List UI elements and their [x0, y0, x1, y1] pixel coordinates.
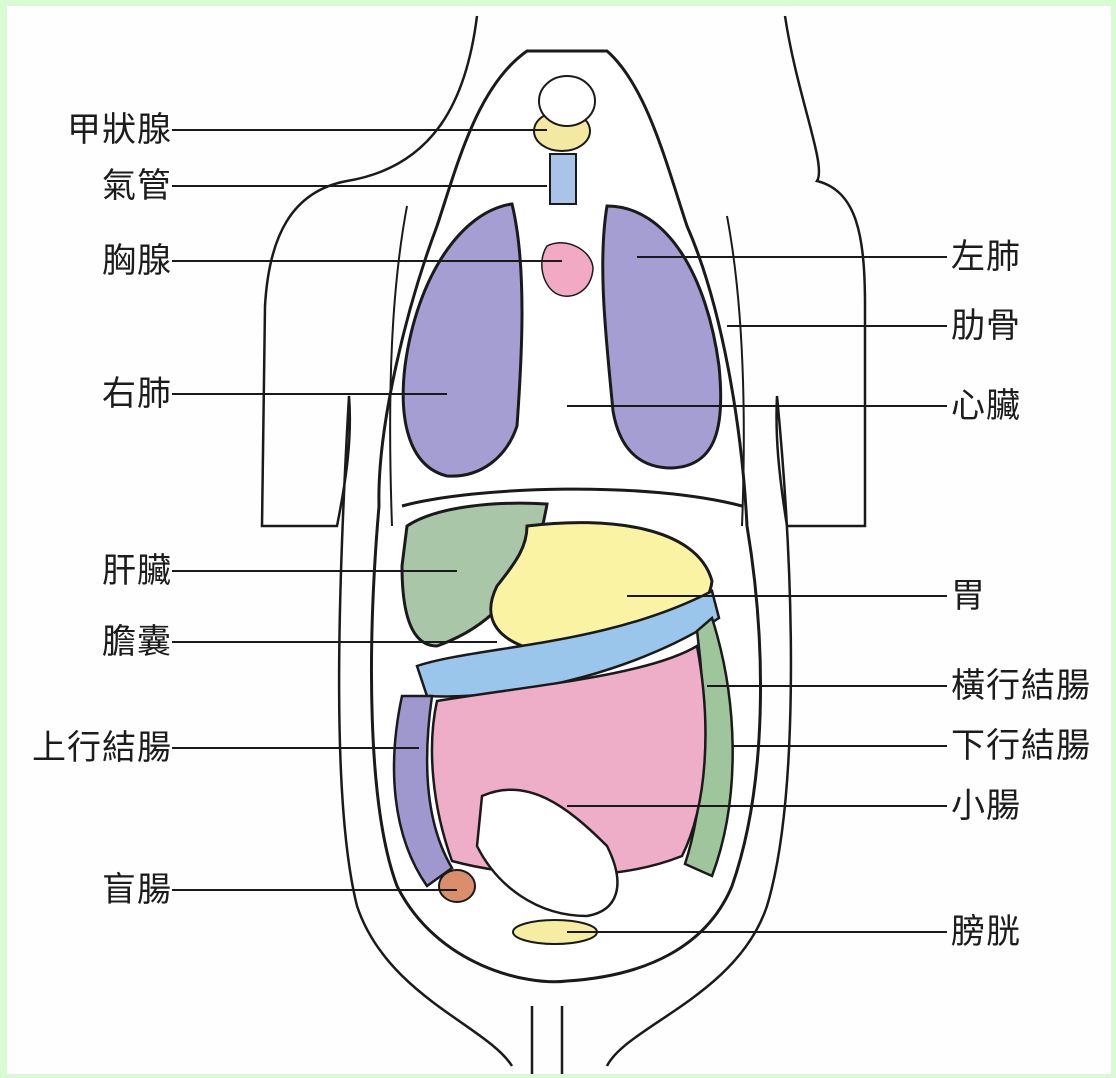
label-left-lung: 左肺: [951, 237, 1021, 277]
anatomy-diagram: [7, 6, 1111, 1074]
diagram-frame: 甲狀腺 氣管 胸腺 右肺 肝臟 膽囊 上行結腸 盲腸 左肺 肋骨 心臟 胃 橫行…: [7, 6, 1111, 1074]
label-gallbladder: 膽囊: [47, 622, 172, 662]
trachea-shape: [550, 154, 576, 204]
label-liver: 肝臟: [47, 551, 172, 591]
left-lung-shape: [603, 206, 721, 468]
label-right-lung: 右肺: [47, 374, 172, 414]
pelvis-outline: [532, 1006, 562, 1074]
larynx-shape: [539, 76, 595, 126]
right-lung-shape: [403, 204, 522, 476]
label-cecum: 盲腸: [47, 870, 172, 910]
label-transverse-colon: 橫行結腸: [951, 666, 1091, 706]
cecum-shape: [439, 870, 475, 902]
label-ascending-colon: 上行結腸: [11, 728, 172, 768]
label-heart: 心臟: [951, 386, 1021, 426]
label-bladder: 膀胱: [951, 912, 1021, 952]
label-thymus: 胸腺: [47, 241, 172, 281]
label-ribs: 肋骨: [951, 306, 1021, 346]
label-thyroid: 甲狀腺: [47, 110, 172, 150]
label-stomach: 胃: [951, 576, 986, 616]
label-descending-colon: 下行結腸: [951, 726, 1091, 766]
label-trachea: 氣管: [47, 166, 172, 206]
label-small-intestine: 小腸: [951, 786, 1021, 826]
